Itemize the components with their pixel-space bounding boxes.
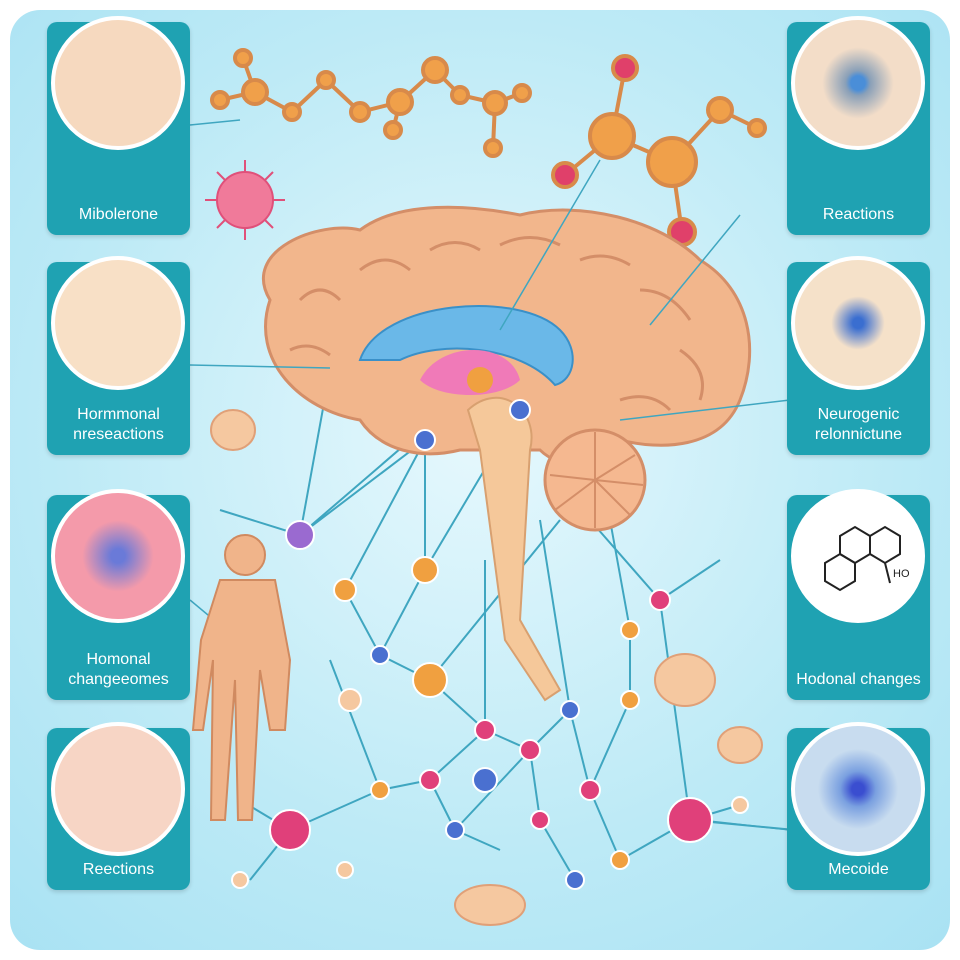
neuron-image xyxy=(791,16,925,150)
molecule-top-left xyxy=(210,48,532,158)
panel-label: Homonal changeeomes xyxy=(68,651,169,688)
panel-hormonal-reactions: Hormmonal nreseactions xyxy=(47,256,190,455)
panel-label: Mecoide xyxy=(828,861,889,878)
nerve-veins-image xyxy=(51,256,185,390)
network-lines xyxy=(219,369,796,881)
panel-label: Hodonal changes xyxy=(796,671,921,688)
neuron-cell-image xyxy=(51,489,185,623)
molecule-label: HO xyxy=(893,568,910,580)
benzene-structure-icon: HO xyxy=(824,525,910,592)
panel-neurogenic: Neurogenic relonnictune xyxy=(787,256,930,455)
panel-mecoide: Mecoide xyxy=(787,722,930,890)
panel-reactions-left: Reections xyxy=(47,722,190,890)
panel-label: Neurogenic relonnictune xyxy=(814,406,903,443)
human-figure-icon xyxy=(191,534,292,821)
panel-reactions-right: Reactions xyxy=(787,16,930,235)
panel-hormonal-changes: Homonal changeeomes xyxy=(47,489,190,700)
molecule-top-right xyxy=(551,54,767,247)
panel-label: Reections xyxy=(82,861,155,878)
chemical-structure-image: HO xyxy=(791,489,925,623)
cells xyxy=(210,409,763,926)
panel-label: Hormmonal nreseactions xyxy=(73,406,164,443)
panel-hodonal-changes: HO Hodonal changes xyxy=(787,489,930,700)
cell-image xyxy=(791,722,925,856)
panel-label: Reactions xyxy=(822,206,895,223)
virus-icon xyxy=(205,160,285,240)
panel-mibolerone: Mibolerone xyxy=(47,16,190,235)
panel-label: Mibolerone xyxy=(78,206,159,223)
neuron-image xyxy=(791,256,925,390)
tissue-image xyxy=(51,722,185,856)
network-nodes xyxy=(231,399,749,890)
skin-veins-image xyxy=(51,16,185,150)
brain xyxy=(261,205,752,702)
